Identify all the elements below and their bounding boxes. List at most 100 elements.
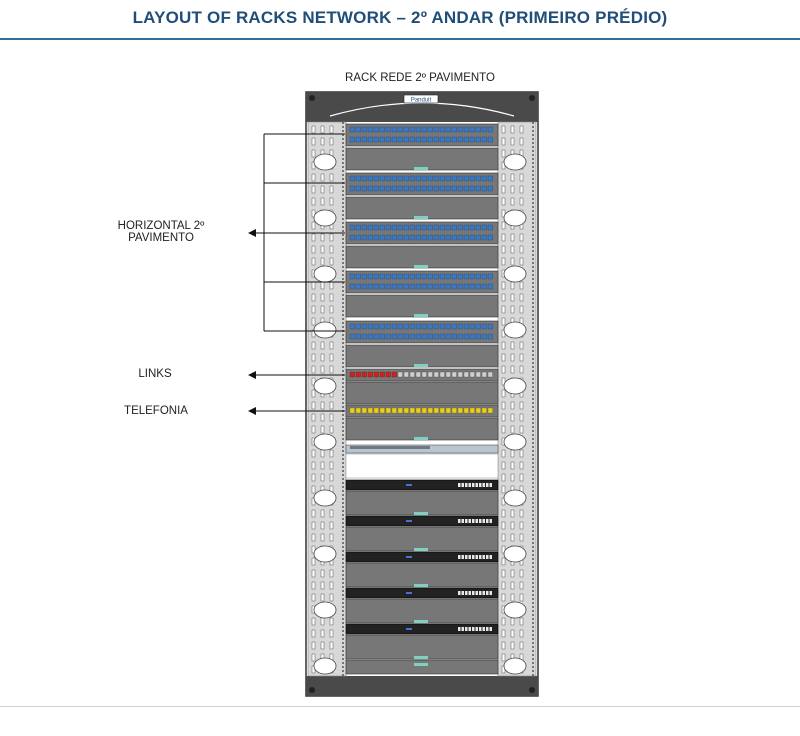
network-switch [345, 515, 499, 527]
patch-port [427, 333, 433, 340]
rail-slot [519, 293, 524, 302]
patch-port [349, 175, 355, 182]
patch-port [415, 323, 421, 330]
rack-caption: RACK REDE 2º PAVIMENTO [345, 72, 495, 84]
telefonia-port [409, 407, 415, 414]
patch-port [481, 283, 487, 290]
rail-slot [320, 233, 325, 242]
network-switch [345, 479, 499, 491]
patch-port [421, 323, 427, 330]
links-port [349, 371, 355, 378]
rail-slot [501, 377, 506, 386]
rail-slot [320, 353, 325, 362]
rail-slot [510, 365, 515, 374]
rail-slot [320, 293, 325, 302]
patch-port [367, 126, 373, 133]
patch-port [373, 185, 379, 192]
rail-slot [329, 305, 334, 314]
cable-ring [313, 377, 337, 395]
patch-port [439, 185, 445, 192]
patch-port [421, 185, 427, 192]
rail-slot [320, 413, 325, 422]
patch-port [445, 333, 451, 340]
patch-port [379, 224, 385, 231]
patch-port [391, 185, 397, 192]
patch-port [385, 283, 391, 290]
patch-port [367, 333, 373, 340]
rail-slot [510, 593, 515, 602]
patch-port [457, 323, 463, 330]
rail-slot [501, 389, 506, 398]
rail-slot [501, 521, 506, 530]
rail-slot [519, 449, 524, 458]
rail-slot [510, 473, 515, 482]
patch-port [433, 323, 439, 330]
rail-slot [510, 617, 515, 626]
links-port [421, 371, 427, 378]
rail-slot [501, 125, 506, 134]
rail-slot [519, 533, 524, 542]
rail-slot [329, 245, 334, 254]
patch-port [421, 273, 427, 280]
rail-slot [311, 425, 316, 434]
rail-slot [519, 629, 524, 638]
rail-slot [501, 425, 506, 434]
patch-port [445, 175, 451, 182]
patch-port [427, 126, 433, 133]
status-led [414, 620, 428, 623]
rack-equipment [345, 123, 499, 675]
patch-port [421, 224, 427, 231]
rail-slot [501, 197, 506, 206]
switch-port [461, 627, 464, 631]
patch-port [379, 333, 385, 340]
patch-port [373, 136, 379, 143]
rail-slot [311, 281, 316, 290]
patch-port [391, 136, 397, 143]
rack-screw [529, 95, 535, 101]
switch-port [475, 483, 478, 487]
patch-port [481, 126, 487, 133]
rail-slot [519, 641, 524, 650]
patch-port [397, 234, 403, 241]
switch-led [406, 592, 412, 594]
rail-slot [501, 365, 506, 374]
rail-slot [311, 173, 316, 182]
telefonia-port [415, 407, 421, 414]
patch-port [481, 224, 487, 231]
patch-port [415, 136, 421, 143]
switch-port [472, 519, 475, 523]
rail-slot [519, 185, 524, 194]
rail-slot [329, 281, 334, 290]
rail-slot [510, 461, 515, 470]
patch-port [379, 283, 385, 290]
rail-slot [311, 185, 316, 194]
patch-port [361, 126, 367, 133]
rail-slot [329, 125, 334, 134]
links-port [451, 371, 457, 378]
cable-manager [345, 245, 499, 269]
rail-slot [311, 341, 316, 350]
cable-ring [503, 433, 527, 451]
rail-slot [311, 473, 316, 482]
patch-port [415, 333, 421, 340]
patch-port [409, 175, 415, 182]
patch-port [421, 333, 427, 340]
cable-manager [345, 659, 499, 675]
links-port [385, 371, 391, 378]
switch-led [406, 520, 412, 522]
rail-slot [311, 617, 316, 626]
patch-port [457, 175, 463, 182]
rail-slot [501, 509, 506, 518]
rail-slot [329, 533, 334, 542]
patch-port [409, 224, 415, 231]
rail-slot [320, 641, 325, 650]
patch-port [421, 234, 427, 241]
patch-port [445, 185, 451, 192]
switch-port [479, 483, 482, 487]
rail-slot [501, 209, 506, 218]
telefonia-port [487, 407, 493, 414]
rail-slot [320, 281, 325, 290]
patch-port [427, 136, 433, 143]
rail-slot [510, 509, 515, 518]
switch-port [486, 591, 489, 595]
